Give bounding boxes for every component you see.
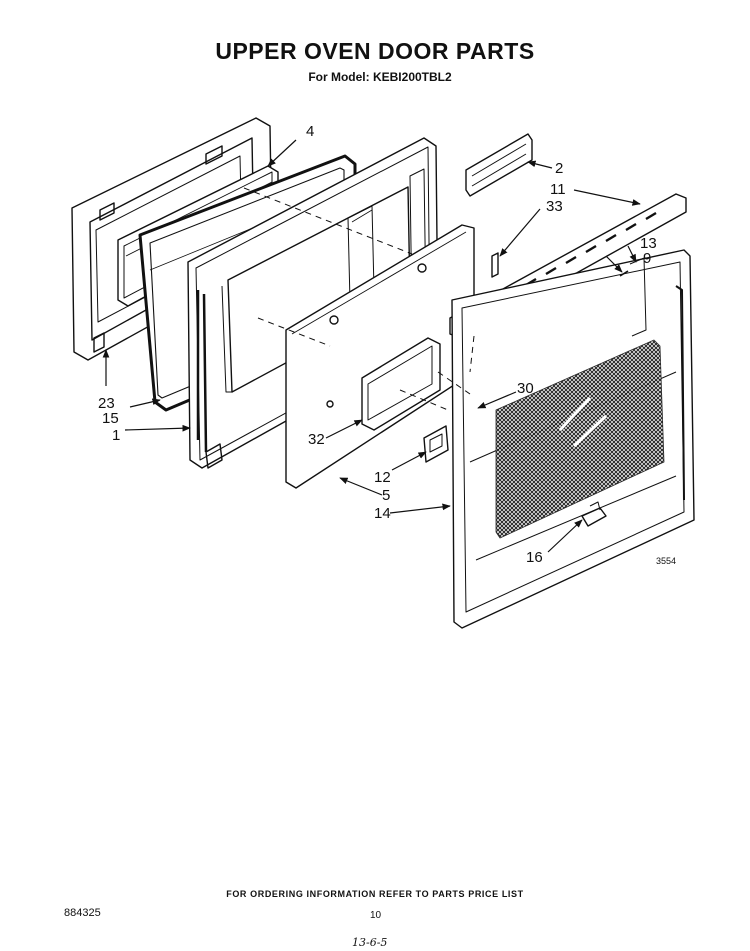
part-13-glass-edge xyxy=(619,257,647,337)
callout-15: 15 xyxy=(102,410,119,427)
ordering-note: FOR ORDERING INFORMATION REFER TO PARTS … xyxy=(226,889,524,899)
callout-16: 16 xyxy=(526,549,543,566)
alignment-lines xyxy=(243,187,475,411)
drawing-code: 3554 xyxy=(656,556,676,566)
callout-5: 5 xyxy=(382,487,390,504)
callout-13: 13 xyxy=(640,235,657,252)
part-12-hinge xyxy=(423,425,449,463)
callout-1: 1 xyxy=(112,427,120,444)
callout-labels: 2 11 33 4 13 9 23 15 1 30 32 12 5 14 16 … xyxy=(98,123,676,566)
page-title: UPPER OVEN DOOR PARTS xyxy=(215,38,535,64)
page-number: 10 xyxy=(370,910,382,921)
callout-23: 23 xyxy=(98,395,115,412)
callout-12: 12 xyxy=(374,469,391,486)
handwritten-note: 13-6-5 xyxy=(352,936,388,949)
callout-9: 9 xyxy=(643,250,651,267)
callout-4: 4 xyxy=(306,123,314,140)
callout-32: 32 xyxy=(308,431,325,448)
document-number: 884325 xyxy=(64,907,101,919)
part-2-trim xyxy=(465,133,533,197)
callout-33: 33 xyxy=(546,198,563,215)
model-subtitle: For Model: KEBI200TBL2 xyxy=(308,70,452,84)
part-16-handle-clip xyxy=(581,501,607,527)
leader-lines xyxy=(102,139,641,553)
callout-11: 11 xyxy=(550,181,566,198)
callout-14: 14 xyxy=(374,505,391,522)
callout-2: 2 xyxy=(555,160,563,177)
part-33-clip xyxy=(491,252,499,278)
callout-30: 30 xyxy=(517,380,534,397)
part-14-outer-door xyxy=(451,249,695,629)
